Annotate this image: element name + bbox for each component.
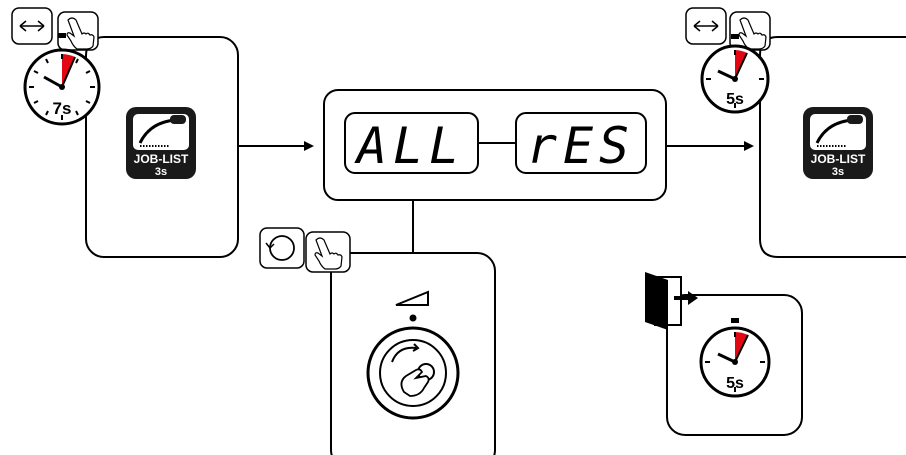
- display-left-value: ALL: [354, 117, 465, 175]
- exit-door-icon[interactable]: [645, 272, 698, 330]
- job-list-duration: 3s: [155, 166, 167, 178]
- exit-timer-label: 5s: [726, 375, 744, 392]
- arrow-left-right-icon: [685, 7, 727, 45]
- right-panel: 5s JOB-LIST 3s: [685, 7, 906, 258]
- left-timer-label: 7s: [53, 99, 72, 118]
- job-list-duration: 3s: [832, 166, 844, 178]
- display-right-box: [515, 112, 647, 174]
- display-right-value: rES: [527, 117, 635, 175]
- torch-icon: [138, 115, 186, 147]
- ramp-icon: [395, 290, 429, 322]
- right-timer-label: 5s: [726, 91, 744, 108]
- job-list-label: JOB-LIST: [134, 152, 189, 166]
- job-list-button[interactable]: JOB-LIST 3s: [803, 107, 873, 179]
- knob-panel: [259, 227, 496, 455]
- exit-panel: 5s: [645, 272, 803, 436]
- hand-press-icon: [57, 11, 99, 51]
- hand-press-icon: [305, 231, 351, 273]
- job-list-label: JOB-LIST: [811, 152, 866, 166]
- torch-icon: [815, 115, 863, 147]
- left-panel: 7s JOB-LIST 3s: [11, 7, 239, 258]
- arrow-left-right-icon: [11, 7, 53, 45]
- stopwatch-icon: 5s: [700, 34, 770, 114]
- rotate-icon: [259, 227, 305, 269]
- stopwatch-icon: 5s: [699, 318, 771, 398]
- knob-icon[interactable]: [366, 326, 460, 420]
- hand-press-icon: [729, 11, 771, 51]
- stopwatch-icon: 7s: [23, 33, 101, 126]
- job-list-button[interactable]: JOB-LIST 3s: [126, 107, 196, 179]
- display-panel: ALL rES: [323, 89, 667, 201]
